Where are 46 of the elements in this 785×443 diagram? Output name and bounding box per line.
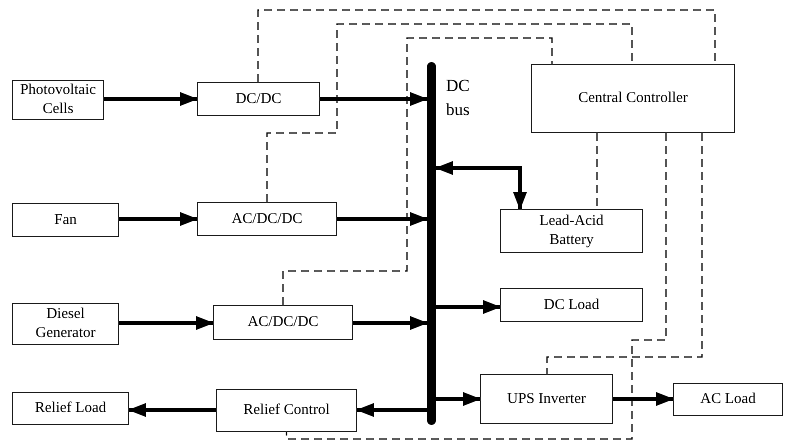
block-box bbox=[480, 374, 613, 424]
block-label: AC/DC/DC bbox=[232, 210, 302, 228]
bus-bar bbox=[427, 62, 436, 425]
power-arrow bbox=[435, 161, 527, 210]
power-arrow bbox=[613, 392, 674, 406]
block-label: Fan bbox=[54, 210, 77, 230]
dashed-control-line bbox=[257, 9, 716, 82]
block-box bbox=[197, 202, 337, 236]
dashed-control-line bbox=[286, 133, 667, 440]
block-box bbox=[197, 82, 320, 116]
block-label: Relief Control bbox=[243, 401, 330, 420]
block-label: Photovoltaic Cells bbox=[19, 81, 97, 119]
power-arrow bbox=[320, 92, 428, 106]
dashed-control-line bbox=[596, 133, 598, 209]
block-label: Relief Load bbox=[34, 399, 106, 418]
block-box bbox=[216, 389, 357, 432]
power-arrow bbox=[436, 300, 501, 314]
block-box bbox=[12, 392, 129, 425]
block-box bbox=[12, 303, 119, 345]
block-box bbox=[500, 209, 643, 253]
block-label: UPS Inverter bbox=[507, 390, 586, 408]
dashed-control-line bbox=[282, 37, 553, 305]
dashed-control-line bbox=[546, 133, 703, 374]
power-arrow bbox=[128, 403, 216, 417]
block-label: Lead-Acid Battery bbox=[538, 212, 605, 250]
power-arrow bbox=[337, 212, 428, 226]
block-label: Diesel Generator bbox=[34, 305, 96, 343]
block-box bbox=[500, 288, 643, 322]
block-label: Central Controller bbox=[578, 89, 688, 108]
block-label: AC Load bbox=[700, 390, 756, 409]
block-box bbox=[673, 383, 783, 416]
block-label: AC/DC/DC bbox=[248, 313, 318, 332]
bus-label: DC bus bbox=[446, 75, 471, 121]
power-arrow bbox=[356, 403, 427, 417]
block-label: DC/DC bbox=[236, 90, 282, 108]
block-box bbox=[12, 203, 119, 237]
power-arrow bbox=[119, 316, 214, 330]
power-arrow bbox=[436, 392, 481, 406]
block-label: DC Load bbox=[544, 296, 600, 314]
block-box bbox=[12, 80, 104, 120]
power-arrow bbox=[119, 212, 198, 226]
block-box bbox=[531, 64, 735, 133]
dashed-control-line bbox=[266, 23, 633, 202]
power-arrow bbox=[353, 316, 428, 330]
block-box bbox=[213, 305, 353, 340]
power-arrow bbox=[104, 92, 198, 106]
